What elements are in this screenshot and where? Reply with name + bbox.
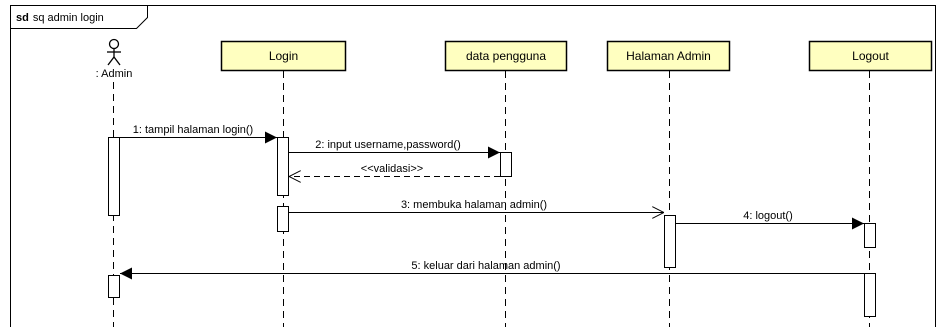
actor-head: [108, 38, 120, 50]
frame-name: sq admin login: [33, 12, 104, 24]
participant-label: Logout: [852, 49, 889, 63]
frame-keyword: sd: [16, 12, 29, 24]
activation-logout-2: [864, 273, 876, 317]
activation-halaman-admin: [664, 215, 676, 268]
message-label: <<validasi>>: [361, 163, 423, 175]
participant-box: [808, 40, 933, 72]
frame-title: sd sq admin login: [16, 12, 104, 24]
activation-data-pengguna: [500, 152, 512, 177]
message-3: 3: membuka halaman admin(): [289, 199, 664, 213]
participant-box: [220, 40, 347, 72]
participant-halaman-admin: Halaman Admin: [606, 40, 731, 72]
message-1: 1: tampil halaman login(): [120, 124, 277, 144]
message-5: 5: keluar dari halaman admin(): [120, 260, 864, 280]
message-label: 2: input username,password(): [315, 139, 461, 151]
message-label: 4: logout(): [743, 210, 793, 222]
frame-tab: [10, 5, 148, 29]
activation-login-1: [277, 137, 289, 196]
participant-box: [606, 40, 731, 72]
message-4: 4: logout(): [676, 210, 864, 230]
actor-leg-right: [113, 56, 121, 66]
message-2: 2: input username,password(): [289, 139, 500, 159]
activation-admin-1: [108, 137, 120, 216]
frame-border: [10, 5, 936, 327]
participant-login: Login: [220, 40, 347, 72]
message-label: 1: tampil halaman login(): [133, 124, 253, 136]
diagram-frame: sd sq admin login: [10, 5, 936, 327]
activation-login-2: [277, 206, 289, 232]
activation-admin-2: [108, 275, 120, 298]
participant-label: Halaman Admin: [626, 49, 711, 63]
activation-logout-1: [864, 223, 876, 248]
participant-logout: Logout: [808, 40, 933, 72]
actor-label: : Admin: [96, 68, 133, 80]
participant-box: [444, 40, 568, 72]
activations: [108, 137, 876, 317]
participant-label: data pengguna: [466, 49, 546, 63]
actor-leg-left: [107, 56, 115, 66]
actor-admin: : Admin: [96, 38, 133, 80]
message-2-return: <<validasi>>: [289, 163, 500, 177]
message-label: 5: keluar dari halaman admin(): [411, 260, 560, 272]
message-label: 3: membuka halaman admin(): [401, 199, 547, 211]
participant-data-pengguna: data pengguna: [444, 40, 568, 72]
participant-label: Login: [269, 49, 298, 63]
